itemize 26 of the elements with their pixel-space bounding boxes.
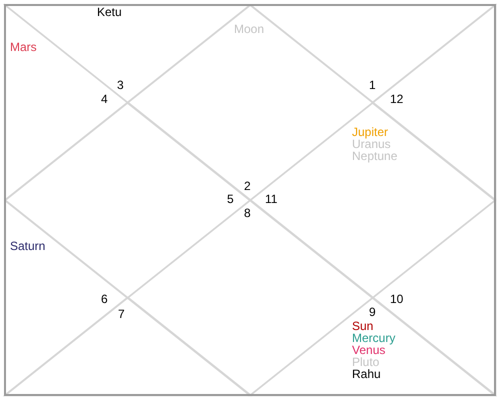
sign-number: 12 (390, 93, 404, 105)
planet-name: Pluto (352, 356, 380, 368)
sign-number: 6 (101, 293, 108, 305)
house-triangle (5, 200, 128, 395)
planet-name: Sun (352, 320, 374, 332)
planet-name: Mars (10, 41, 37, 53)
planet-name: Ketu (97, 6, 122, 18)
sign-number: 10 (390, 293, 404, 305)
house-triangle (5, 5, 128, 200)
sign-number: 8 (244, 207, 251, 219)
planet-name: Saturn (10, 240, 46, 252)
sign-number: 4 (101, 93, 108, 105)
sign-number: 9 (369, 306, 376, 318)
sign-number: 11 (265, 193, 278, 205)
sign-number: 2 (244, 180, 251, 192)
sign-number: 1 (369, 79, 376, 91)
sign-number: 5 (227, 193, 234, 205)
planet-name: Mercury (352, 332, 396, 344)
planet-name: Neptune (352, 150, 398, 162)
planet-name: Venus (352, 344, 386, 356)
sign-number: 3 (117, 79, 124, 91)
planet-name: Moon (234, 23, 264, 35)
sign-number: 7 (118, 308, 125, 320)
planet-name: Jupiter (352, 126, 388, 138)
planet-name: Uranus (352, 138, 391, 150)
planet-name: Rahu (352, 368, 381, 380)
